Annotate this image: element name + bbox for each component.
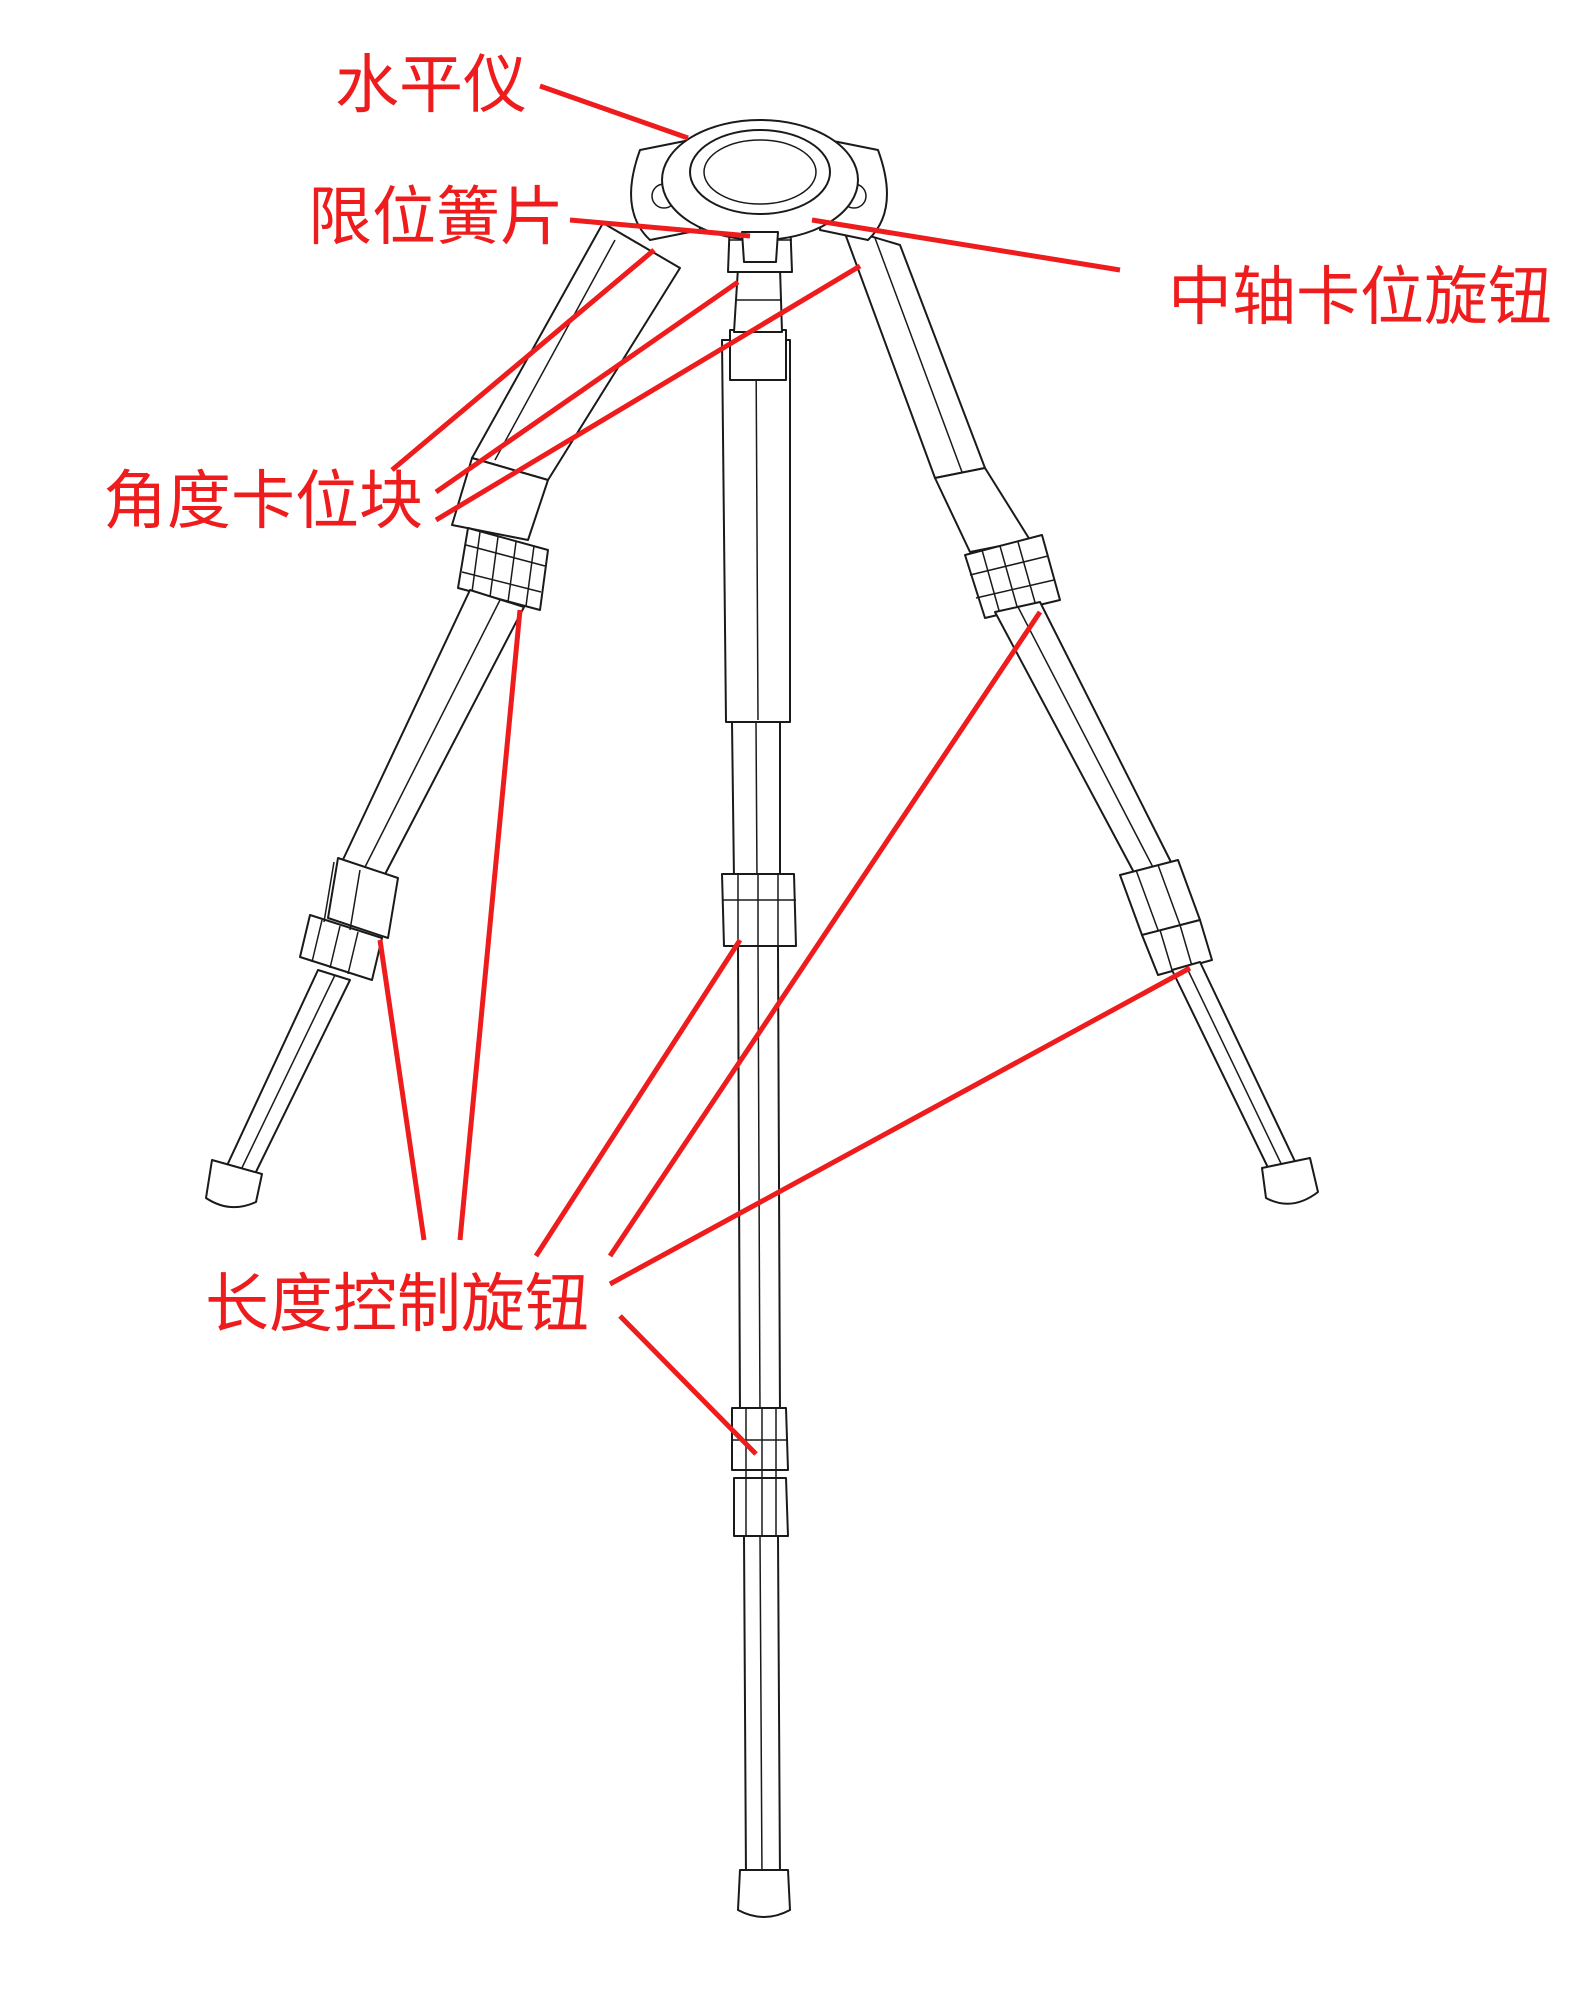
center-length-knob-2b: [733, 1477, 789, 1537]
leader-lines: [377, 83, 1192, 1456]
tripod-head: [630, 119, 888, 273]
left-leg-upper-sleeve: [451, 457, 549, 541]
leader-length-1: [377, 939, 427, 1241]
center-length-knob-1: [721, 873, 797, 947]
leader-length-5: [608, 965, 1192, 1287]
right-leg-middle-tube: [994, 601, 1176, 881]
center-leg: [721, 267, 797, 1918]
leader-length-6: [618, 1314, 758, 1456]
level-bubble: [689, 129, 831, 215]
center-foot: [737, 1869, 791, 1918]
leader-length-3: [533, 938, 743, 1258]
leader-angle-2: [434, 279, 740, 495]
right-leg-foot: [1261, 1157, 1319, 1205]
right-leg-upper-sleeve: [934, 467, 1031, 553]
left-leg: [205, 222, 681, 1209]
leader-length-4: [607, 610, 1043, 1258]
leader-angle-1: [390, 248, 656, 472]
label-length-control-knob: 长度控制旋钮: [205, 1268, 589, 1342]
label-center-column-knob: 中轴卡位旋钮: [1168, 261, 1552, 335]
label-level: 水平仪: [335, 49, 527, 123]
left-leg-upper-tube: [471, 222, 681, 481]
label-angle-lock-block: 角度卡位块: [103, 465, 423, 539]
limit-spring: [741, 231, 779, 263]
left-leg-length-knob-2: [327, 857, 399, 939]
label-limit-spring: 限位簧片: [308, 181, 564, 255]
left-leg-foot: [205, 1159, 263, 1209]
right-leg: [842, 227, 1319, 1205]
leader-limit-spring: [569, 217, 751, 239]
left-leg-length-knob-2b: [299, 914, 383, 981]
leader-level: [539, 83, 689, 141]
right-leg-upper-tube: [842, 227, 986, 479]
leader-length-2: [457, 609, 523, 1241]
leader-center-knob: [811, 217, 1121, 273]
leader-angle-3: [434, 263, 862, 523]
